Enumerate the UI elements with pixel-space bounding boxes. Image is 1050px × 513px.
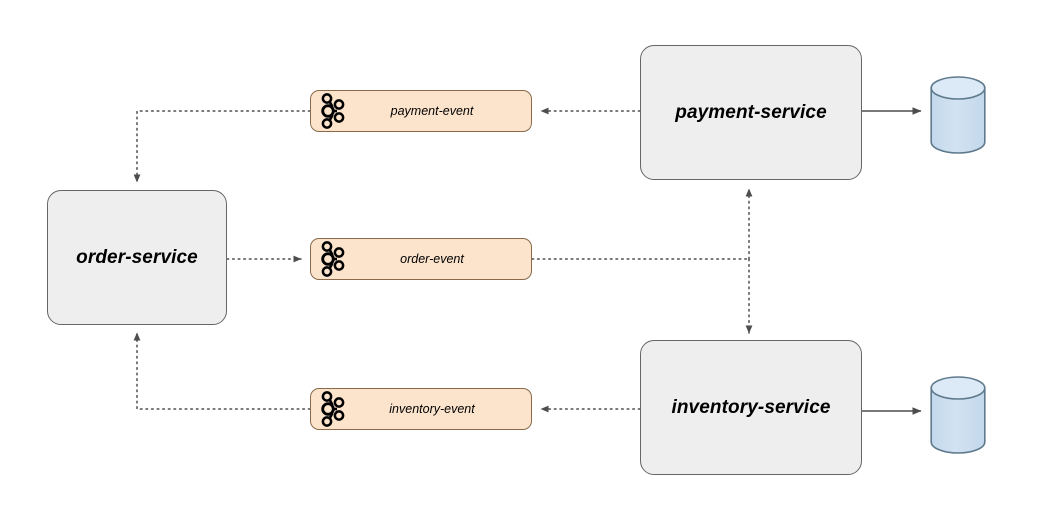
database-cylinder-icon (930, 76, 986, 154)
topic-node-inventory-event[interactable]: inventory-event (310, 388, 532, 430)
database-node-payment-db[interactable] (930, 76, 986, 154)
topic-node-order-event[interactable]: order-event (310, 238, 532, 280)
topic-label-payment-event: payment-event (390, 104, 474, 118)
topic-node-payment-event[interactable]: payment-event (310, 90, 532, 132)
database-node-inventory-db[interactable] (930, 376, 986, 454)
service-label-payment-service: payment-service (675, 101, 827, 123)
service-node-order-service[interactable]: order-service (47, 190, 227, 325)
edge-inventory-event-to-order-service (133, 332, 311, 410)
service-label-order-service: order-service (76, 246, 198, 268)
kafka-icon (321, 391, 345, 427)
database-cylinder-icon (930, 376, 986, 454)
edge-payment-event-to-order-service (133, 110, 311, 183)
topic-label-inventory-event: inventory-event (389, 402, 475, 416)
kafka-icon (321, 241, 345, 277)
kafka-icon (321, 93, 345, 129)
service-node-inventory-service[interactable]: inventory-service (640, 340, 862, 475)
topic-label-order-event: order-event (400, 252, 464, 266)
service-label-inventory-service: inventory-service (671, 396, 831, 418)
service-node-payment-service[interactable]: payment-service (640, 45, 862, 180)
